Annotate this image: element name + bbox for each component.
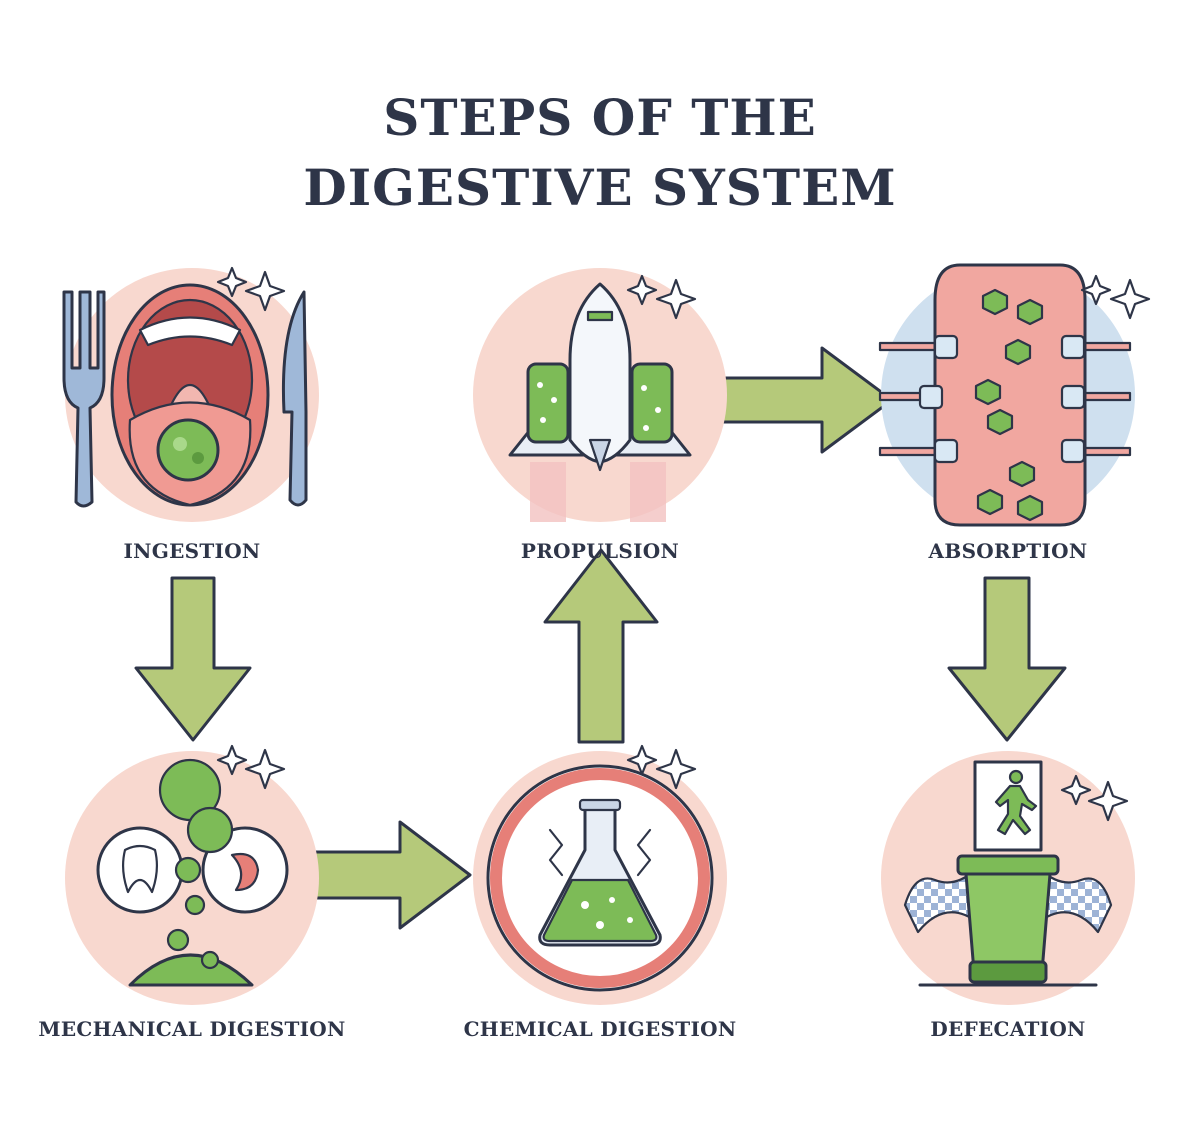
exit-sign-icon (973, 760, 1043, 852)
step-label-defecation: DEFECATION (930, 1017, 1085, 1041)
step-label-ingestion: INGESTION (123, 539, 260, 563)
intestine-wall-icon (918, 263, 1087, 527)
diagram-title-line-2: DIGESTIVE SYSTEM (303, 158, 896, 217)
sparkle-icon (1080, 274, 1151, 320)
knife-icon (281, 290, 308, 507)
sparkle-icon (626, 274, 697, 320)
absorption-illustration (878, 263, 1151, 527)
food-chunks-icon (158, 758, 234, 970)
step-label-chemical-digestion: CHEMICAL DIGESTION (464, 1017, 737, 1041)
ingestion-illustration (62, 266, 319, 522)
defecation-illustration (881, 751, 1135, 1005)
rocket-icon (508, 282, 692, 472)
chemical-digestion-illustration (473, 744, 727, 1005)
sparkle-icon (626, 744, 697, 790)
arrow-mechanical-to-chemical (308, 820, 472, 930)
gear-icon (96, 826, 184, 914)
gear-icon (201, 826, 289, 914)
arrow-absorption-to-defecation (947, 576, 1067, 742)
arrow-propulsion-to-absorption (710, 346, 894, 454)
step-label-propulsion: PROPULSION (521, 539, 679, 563)
sparkle-icon (216, 744, 286, 790)
molecule-icon (548, 828, 652, 877)
open-mouth-icon (110, 283, 270, 507)
toilet-icon (918, 854, 1098, 987)
sparkle-icon (1060, 774, 1129, 822)
sparkle-icon (216, 266, 286, 312)
propulsion-illustration (473, 268, 727, 522)
arrow-chemical-to-propulsion (543, 548, 659, 744)
fork-icon (62, 290, 106, 508)
diagram-title-line-1: STEPS OF THE (383, 88, 817, 147)
mechanical-digestion-illustration (65, 744, 319, 1005)
flask-icon (538, 798, 662, 947)
step-label-mechanical-digestion: MECHANICAL DIGESTION (38, 1017, 345, 1041)
step-label-absorption: ABSORPTION (928, 539, 1088, 563)
arrow-ingestion-to-mechanical (134, 576, 252, 742)
